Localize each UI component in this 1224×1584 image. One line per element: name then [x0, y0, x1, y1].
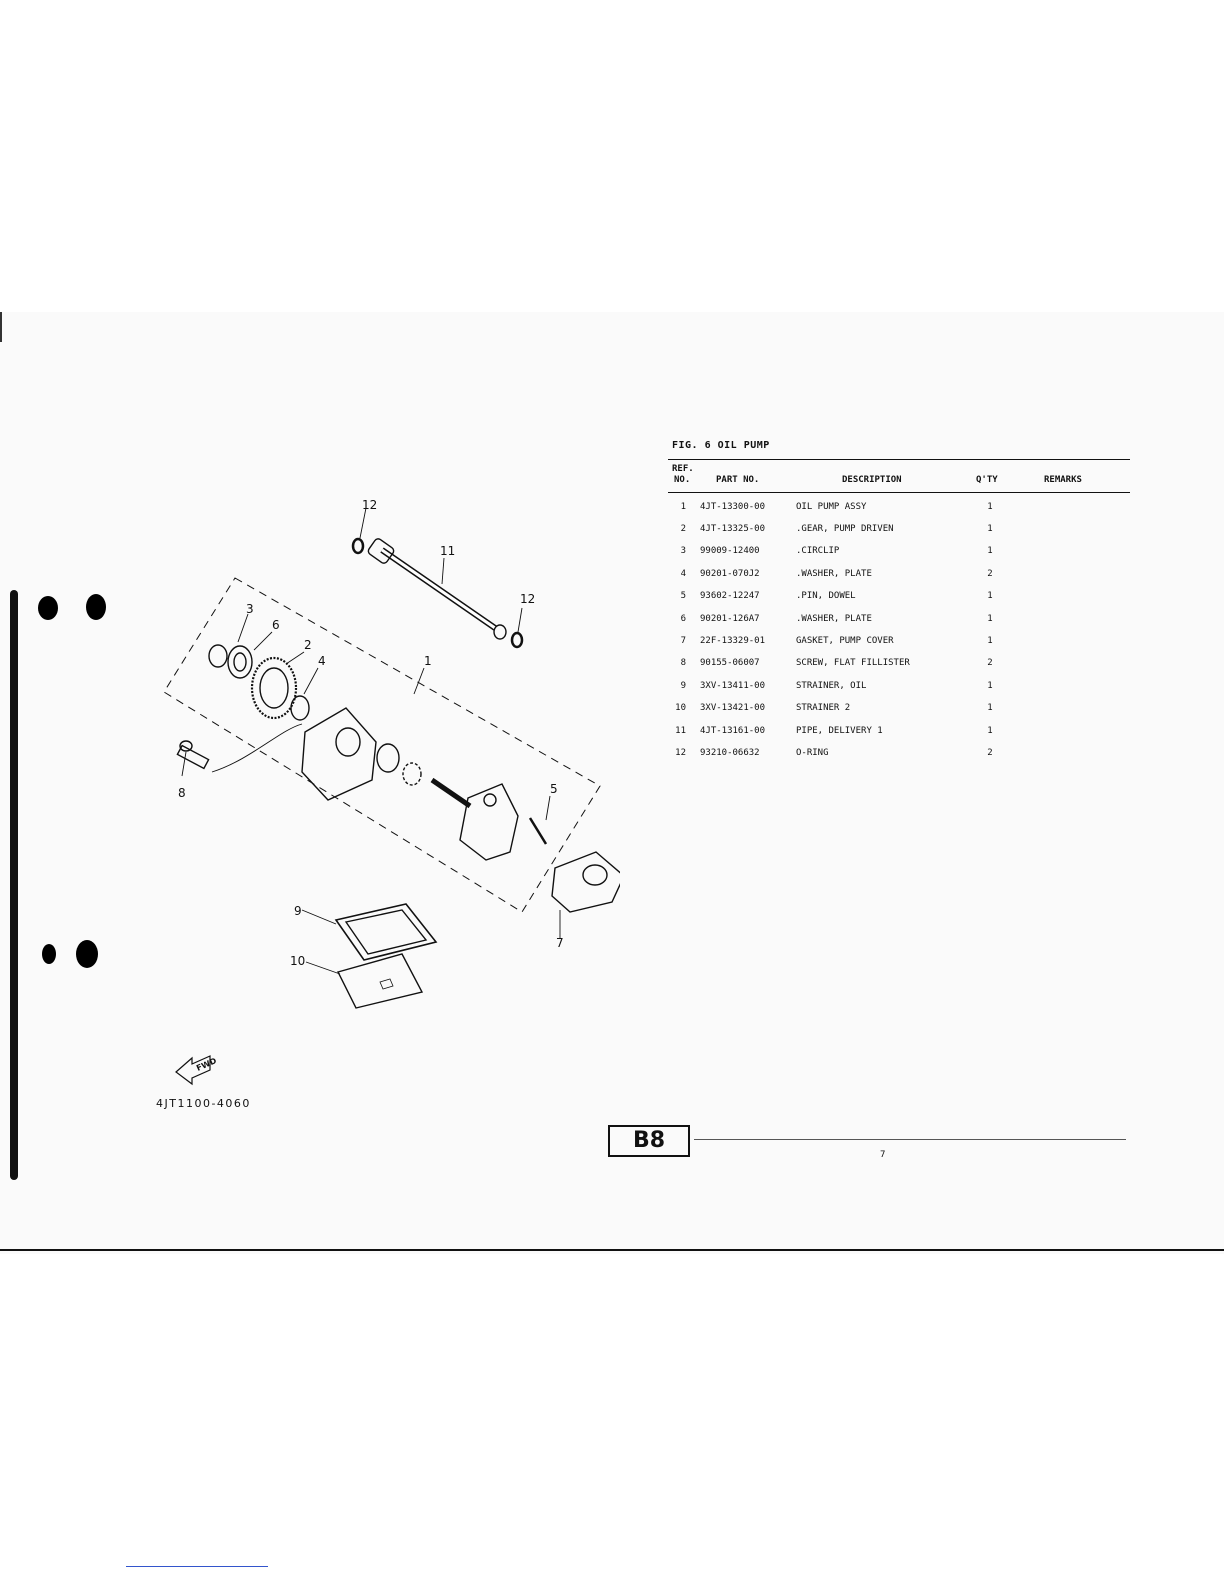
ref-no: 7 [680, 636, 686, 646]
table-row: 4 90201-070J2 .WASHER, PLATE 2 [672, 569, 1132, 591]
header-remarks: REMARKS [1044, 475, 1082, 485]
description: O-RING [796, 748, 829, 758]
description: .WASHER, PLATE [796, 569, 872, 579]
table-header-rule [668, 492, 1130, 493]
table-row: 3 99009-12400 .CIRCLIP 1 [672, 546, 1132, 568]
description: STRAINER 2 [796, 703, 851, 713]
quantity: 1 [987, 614, 993, 624]
page-bottom-edge [0, 1249, 1224, 1251]
callout-3: 3 [246, 602, 254, 616]
quantity: 1 [987, 681, 993, 691]
part-no: 4JT-13325-00 [700, 524, 766, 534]
callout-10: 10 [290, 954, 306, 968]
part-no: 4JT-13300-00 [700, 502, 766, 512]
callout-1: 1 [424, 654, 432, 668]
scan-background [0, 312, 1224, 1254]
ref-no: 8 [680, 658, 686, 668]
table-row: 2 4JT-13325-00 .GEAR, PUMP DRIVEN 1 [672, 524, 1132, 546]
punch-hole-3 [42, 944, 56, 964]
punch-hole-2 [86, 594, 106, 620]
part-no: 90155-06007 [700, 658, 760, 668]
quantity: 1 [987, 636, 993, 646]
description: .CIRCLIP [796, 546, 840, 556]
table-row: 11 4JT-13161-00 PIPE, DELIVERY 1 1 [672, 726, 1132, 748]
description: SCREW, FLAT FILLISTER [796, 658, 910, 668]
ref-no: 1 [680, 502, 686, 512]
table-row: 5 93602-12247 .PIN, DOWEL 1 [672, 591, 1132, 613]
link-underline [126, 1566, 268, 1567]
part-no: 90201-070J2 [700, 569, 760, 579]
quantity: 2 [987, 748, 993, 758]
description: .WASHER, PLATE [796, 614, 872, 624]
punch-hole-4 [76, 940, 98, 968]
table-top-rule [668, 459, 1130, 460]
quantity: 2 [987, 658, 993, 668]
ref-no: 11 [675, 726, 686, 736]
ref-no: 3 [680, 546, 686, 556]
description: .PIN, DOWEL [796, 591, 856, 601]
ref-no: 10 [675, 703, 686, 713]
part-no: 93210-06632 [700, 748, 760, 758]
quantity: 1 [987, 591, 993, 601]
header-qty: Q'TY [976, 475, 998, 485]
callout-9: 9 [294, 904, 302, 918]
header-description: DESCRIPTION [842, 475, 902, 485]
part-no: 90201-126A7 [700, 614, 760, 624]
description: STRAINER, OIL [796, 681, 867, 691]
part-no: 4JT-13161-00 [700, 726, 766, 736]
quantity: 2 [987, 569, 993, 579]
table-row: 1 4JT-13300-00 OIL PUMP ASSY 1 [672, 502, 1132, 524]
part-no: 99009-12400 [700, 546, 760, 556]
table-row: 12 93210-06632 O-RING 2 [672, 748, 1132, 770]
quantity: 1 [987, 703, 993, 713]
callout-5: 5 [550, 782, 558, 796]
page-section-code: B8 [608, 1125, 690, 1157]
header-part-no: PART NO. [716, 475, 760, 485]
callout-12b: 12 [520, 592, 536, 606]
page-number: 7 [880, 1150, 886, 1160]
description: .GEAR, PUMP DRIVEN [796, 524, 894, 534]
description: GASKET, PUMP COVER [796, 636, 894, 646]
scan-edge-mark [0, 312, 2, 342]
callout-2: 2 [304, 638, 312, 652]
oil-pump-exploded-diagram: 12 11 12 1 3 6 2 4 5 8 7 9 10 FWD [150, 480, 620, 1120]
callout-12a: 12 [362, 498, 378, 512]
table-row: 10 3XV-13421-00 STRAINER 2 1 [672, 703, 1132, 725]
ref-no: 2 [680, 524, 686, 534]
header-ref-top: REF. [672, 464, 694, 474]
ref-no: 5 [680, 591, 686, 601]
drawing-code: 4JT1100-4060 [156, 1097, 251, 1110]
table-row: 6 90201-126A7 .WASHER, PLATE 1 [672, 614, 1132, 636]
quantity: 1 [987, 502, 993, 512]
footer-rule [694, 1139, 1126, 1140]
callout-8: 8 [178, 786, 186, 800]
description: OIL PUMP ASSY [796, 502, 867, 512]
ref-no: 6 [680, 614, 686, 624]
header-ref-bottom: NO. [674, 475, 691, 485]
ref-no: 4 [680, 569, 686, 579]
callout-7: 7 [556, 936, 564, 950]
part-no: 3XV-13411-00 [700, 681, 766, 691]
part-no: 93602-12247 [700, 591, 760, 601]
binding-edge [10, 590, 18, 1180]
figure-title: FIG. 6 OIL PUMP [672, 440, 770, 451]
callout-6: 6 [272, 618, 280, 632]
quantity: 1 [987, 546, 993, 556]
ref-no: 9 [680, 681, 686, 691]
part-no: 22F-13329-01 [700, 636, 766, 646]
quantity: 1 [987, 524, 993, 534]
callout-11: 11 [440, 544, 456, 558]
table-row: 8 90155-06007 SCREW, FLAT FILLISTER 2 [672, 658, 1132, 680]
punch-hole-1 [38, 596, 58, 620]
table-row: 7 22F-13329-01 GASKET, PUMP COVER 1 [672, 636, 1132, 658]
ref-no: 12 [675, 748, 686, 758]
table-row: 9 3XV-13411-00 STRAINER, OIL 1 [672, 681, 1132, 703]
callout-4: 4 [318, 654, 326, 668]
description: PIPE, DELIVERY 1 [796, 726, 883, 736]
part-no: 3XV-13421-00 [700, 703, 766, 713]
quantity: 1 [987, 726, 993, 736]
